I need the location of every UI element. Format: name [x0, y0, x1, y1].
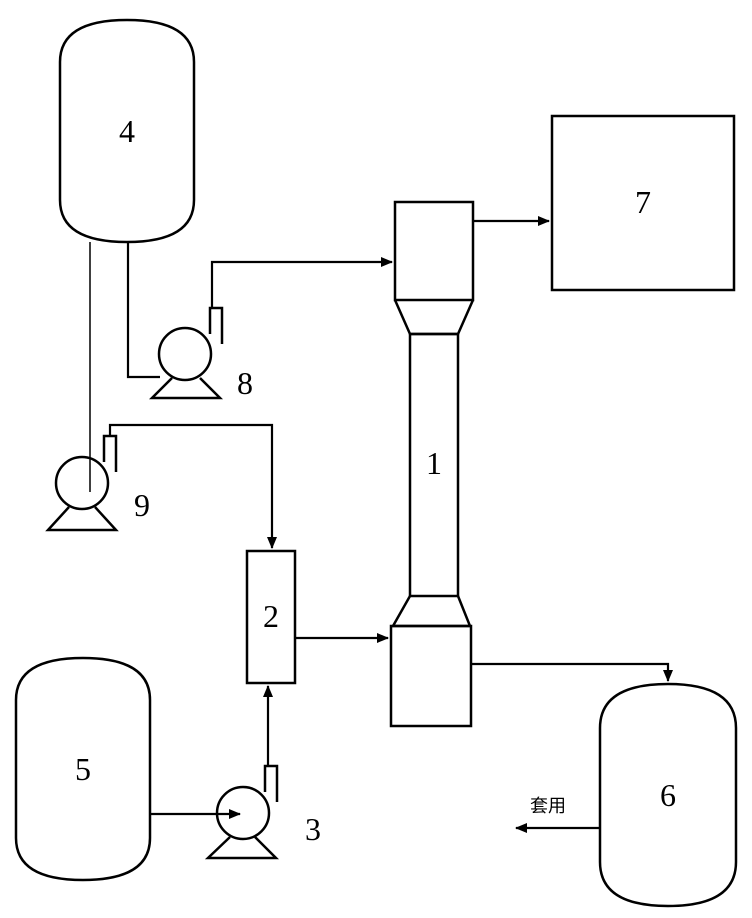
pipe-column-tank6 [471, 662, 673, 682]
pipelines [89, 216, 673, 833]
pump-3-label: 3 [305, 811, 321, 847]
tank-5: 5 [14, 656, 152, 882]
tank-4-label: 4 [119, 113, 135, 149]
pipe-pump8-column-top [210, 257, 393, 308]
column-1-label: 1 [426, 445, 442, 481]
pump-9-label: 9 [134, 487, 150, 523]
column-1: 1 [389, 200, 475, 728]
pipe-pump9-vessel2 [108, 423, 277, 549]
pump-3: 3 [204, 764, 321, 860]
vessel-2-label: 2 [263, 598, 279, 634]
reuse-label: 套用 [530, 796, 566, 817]
tank-5-label: 5 [75, 751, 91, 787]
tank-6-label: 6 [660, 777, 676, 813]
box-7: 7 [550, 114, 736, 292]
tank-4: 4 [58, 18, 196, 244]
vessel-2: 2 [245, 549, 297, 685]
pump-8: 8 [148, 306, 253, 401]
pump-9: 9 [45, 434, 150, 532]
pipe-tank4-pump8 [126, 242, 160, 379]
pump-8-label: 8 [237, 365, 253, 401]
tank-6: 6 [598, 682, 738, 908]
box-7-label: 7 [635, 184, 651, 220]
